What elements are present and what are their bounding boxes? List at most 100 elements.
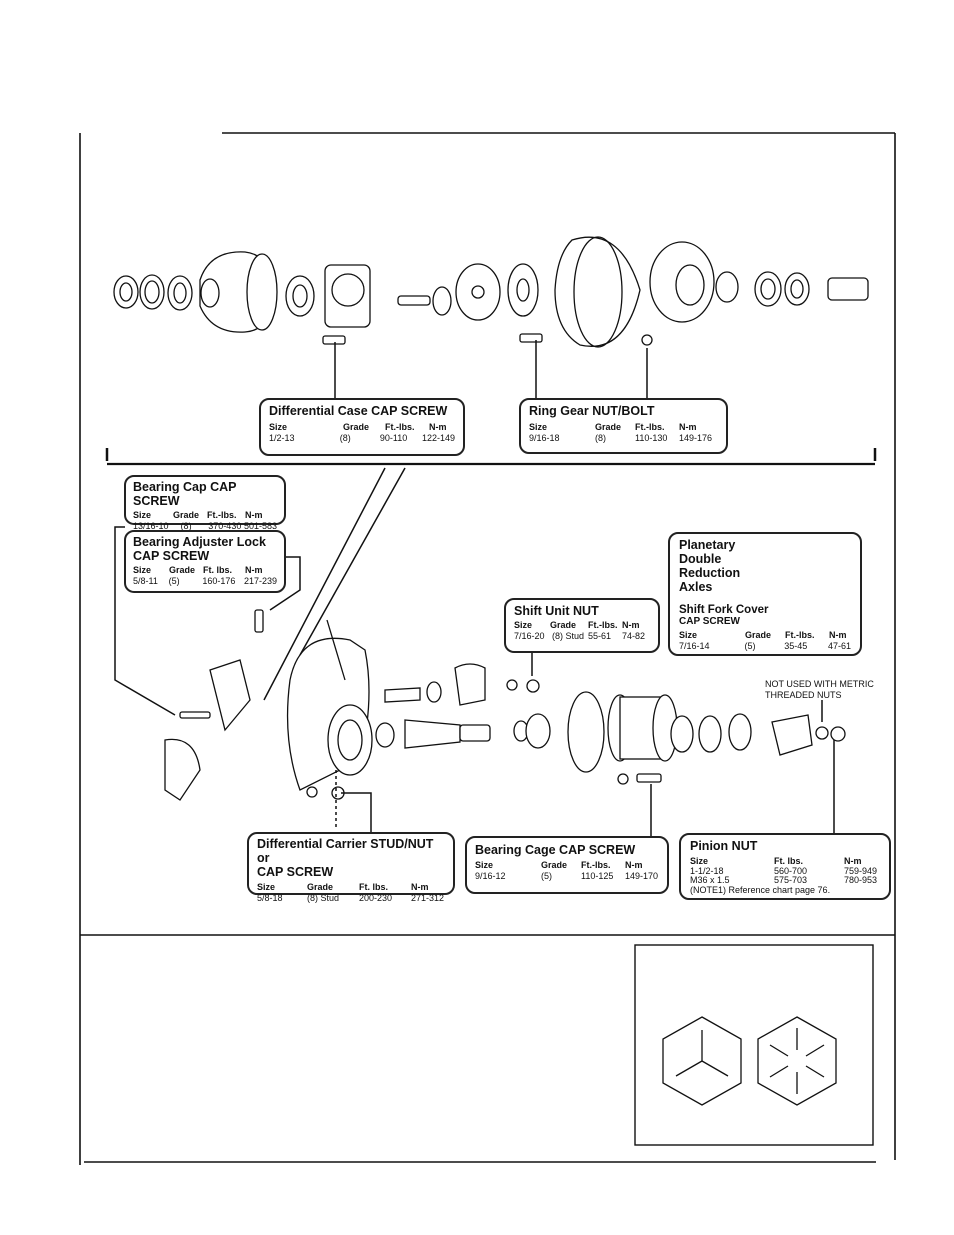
col-header: Ft. lbs. xyxy=(203,565,232,575)
callout-bearing-adjuster-lock-cap-screw: Bearing Adjuster Lock CAP SCREW Size Gra… xyxy=(124,530,286,593)
callout-differential-case-cap-screw: Differential Case CAP SCREW Size Grade F… xyxy=(259,398,465,456)
hex-head-grade-8-icon xyxy=(757,1016,837,1106)
value-cell: 5/8-18 xyxy=(257,893,283,903)
value-cell: 370-430 xyxy=(208,521,242,531)
value-cell: M36 x 1.5 xyxy=(690,875,730,885)
reference-note: (NOTE1) Reference chart page 76. xyxy=(690,885,831,895)
callout-title: Pinion NUT xyxy=(690,839,758,853)
value-cell: (8) xyxy=(595,433,606,443)
col-header: Grade xyxy=(307,882,334,892)
callout-title-line1: Differential Carrier STUD/NUT or xyxy=(257,837,434,865)
value-cell: 217-239 xyxy=(243,576,277,586)
col-header: Grade xyxy=(343,422,370,432)
bolt-grade-panel xyxy=(634,944,874,1146)
col-header: N-m xyxy=(245,565,263,575)
col-header: N-m xyxy=(679,422,697,432)
callout-differential-carrier-stud-nut: Differential Carrier STUD/NUT or CAP SCR… xyxy=(247,832,455,903)
value-cell: (5) xyxy=(744,641,756,651)
value-cell: 55-61 xyxy=(588,631,612,641)
callout-title-line2: CAP SCREW xyxy=(133,549,210,563)
value-cell: 149-176 xyxy=(679,433,713,443)
callout-shift-unit-nut: Shift Unit NUT Size Grade Ft.-lbs. N-m 7… xyxy=(504,598,660,653)
col-header: N-m xyxy=(625,860,643,870)
callout-subtitle-line2: CAP SCREW xyxy=(679,616,740,627)
value-cell: 122-149 xyxy=(421,433,455,443)
col-header: Size xyxy=(679,630,698,640)
col-header: Ft.-lbs. xyxy=(785,630,815,640)
col-header: Size xyxy=(133,510,152,520)
col-header: Ft.-lbs. xyxy=(385,422,415,432)
value-cell: 1-1/2-18 xyxy=(690,866,724,876)
value-cell: 35-45 xyxy=(784,641,808,651)
col-header: N-m xyxy=(411,882,429,892)
col-header: Size xyxy=(475,860,494,870)
col-header: Grade xyxy=(173,510,200,520)
callout-shift-fork-cover-cap-screw: Planetary Double Reduction Axles Shift F… xyxy=(668,532,862,656)
col-header: Ft.-lbs. xyxy=(207,510,237,520)
col-header: Size xyxy=(529,422,548,432)
planetary-line: Reduction xyxy=(679,566,741,580)
callout-title-line2: CAP SCREW xyxy=(257,865,334,879)
callout-subtitle-line1: Shift Fork Cover xyxy=(679,604,769,616)
col-header: Grade xyxy=(541,860,568,870)
col-header: N-m xyxy=(844,856,862,866)
col-header: Size xyxy=(514,620,533,630)
value-cell: 7/16-20 xyxy=(514,631,545,641)
callout-bearing-cage-cap-screw: Bearing Cage CAP SCREW Size Grade Ft.-lb… xyxy=(465,836,669,894)
bottom-exploded-parts xyxy=(164,609,846,801)
value-cell: (8) xyxy=(180,521,192,531)
callout-bearing-cap-cap-screw: Bearing Cap CAP SCREW Size Grade Ft.-lbs… xyxy=(124,475,286,531)
note-line2: THREADED NUTS xyxy=(765,690,842,700)
value-cell: 90-110 xyxy=(379,433,408,443)
callout-title: Bearing Cage CAP SCREW xyxy=(475,843,636,857)
col-header: Ft.-lbs. xyxy=(588,620,618,630)
callout-pinion-nut: Pinion NUT Size Ft. lbs. N-m 1-1/2-18 56… xyxy=(679,833,891,900)
col-header: Size xyxy=(269,422,288,432)
value-cell: 13/16-10 xyxy=(133,521,169,531)
planetary-line: Planetary xyxy=(679,538,736,552)
callout-title: Ring Gear NUT/BOLT xyxy=(529,404,655,418)
callout-title: Differential Case CAP SCREW xyxy=(269,404,448,418)
col-header: N-m xyxy=(829,630,847,640)
value-cell: (8) xyxy=(339,433,351,443)
value-cell: 200-230 xyxy=(359,893,393,903)
value-cell: 759-949 xyxy=(844,866,878,876)
col-header: Ft. lbs. xyxy=(774,856,803,866)
value-cell: 74-82 xyxy=(622,631,646,641)
planetary-line: Double xyxy=(679,552,722,566)
col-header: Ft.-lbs. xyxy=(581,860,611,870)
col-header: N-m xyxy=(429,422,447,432)
value-cell: 575-703 xyxy=(774,875,808,885)
metric-threaded-nuts-note: NOT USED WITH METRIC THREADED NUTS xyxy=(765,679,874,701)
hex-head-grade-5-icon xyxy=(662,1016,742,1106)
value-cell: 780-953 xyxy=(844,875,878,885)
value-cell: (5) xyxy=(541,871,552,881)
callout-title: Shift Unit NUT xyxy=(514,604,599,618)
col-header: Size xyxy=(257,882,276,892)
planetary-line: Axles xyxy=(679,580,713,594)
col-header: Grade xyxy=(745,630,772,640)
value-cell: 9/16-18 xyxy=(529,433,560,443)
value-cell: 7/16-14 xyxy=(679,641,710,651)
value-cell: 110-125 xyxy=(581,871,614,881)
col-header: Size xyxy=(690,856,709,866)
value-cell: 47-61 xyxy=(827,641,851,651)
value-cell: 160-176 xyxy=(202,576,236,586)
value-cell: 9/16-12 xyxy=(475,871,506,881)
col-header: Grade xyxy=(550,620,577,630)
top-exploded-parts xyxy=(113,236,869,348)
note-line1: NOT USED WITH METRIC xyxy=(765,679,874,689)
col-header: Grade xyxy=(169,565,196,575)
value-cell: 110-130 xyxy=(635,433,668,443)
value-cell: 1/2-13 xyxy=(269,433,295,443)
value-cell: (8) Stud xyxy=(552,631,585,641)
col-header: N-m xyxy=(245,510,263,520)
callout-title-line1: Bearing Adjuster Lock xyxy=(133,535,266,549)
value-cell: 149-170 xyxy=(625,871,659,881)
col-header: Ft.-lbs. xyxy=(635,422,665,432)
callout-title: Bearing Cap CAP SCREW xyxy=(133,480,237,508)
value-cell: 271-312 xyxy=(411,893,445,903)
value-cell: (8) Stud xyxy=(307,893,340,903)
col-header: N-m xyxy=(622,620,640,630)
